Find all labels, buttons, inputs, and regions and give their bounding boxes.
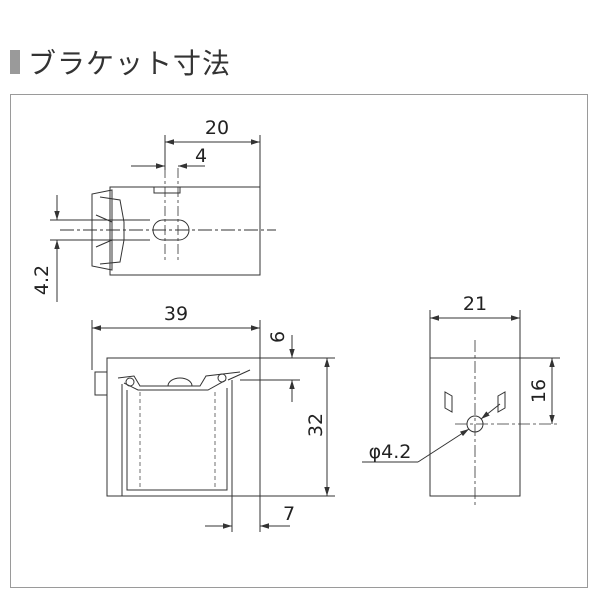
front-view-channel [121, 380, 233, 497]
heading-title: ブラケット寸法 [28, 47, 232, 80]
front-view-dimensions [91, 320, 335, 532]
drawing-frame [10, 94, 588, 588]
front-dim-height-label: 32 [305, 413, 327, 437]
side-view-dimensions [362, 310, 560, 463]
top-view-body [109, 186, 261, 276]
front-dim-top-offset-label: 6 [267, 331, 289, 343]
side-dim-width-label: 21 [463, 293, 487, 315]
front-dim-bottom-offset-label: 7 [283, 503, 295, 525]
section-heading: ブラケット寸法 [10, 44, 231, 80]
top-view [60, 168, 276, 276]
top-dim-slot-label: 4 [195, 145, 207, 167]
side-dim-hole-diameter-label: φ4.2 [369, 441, 412, 463]
heading-marker [10, 50, 20, 74]
top-dim-slot-height-label: 4.2 [31, 265, 53, 295]
side-dim-hole-height-label: 16 [528, 379, 550, 403]
front-view [94, 357, 261, 497]
front-dim-width-label: 39 [164, 303, 188, 325]
top-view-dimensions [50, 135, 261, 302]
top-view-clip [91, 189, 113, 271]
top-dim-width-label: 20 [205, 117, 229, 139]
side-view [429, 340, 560, 505]
